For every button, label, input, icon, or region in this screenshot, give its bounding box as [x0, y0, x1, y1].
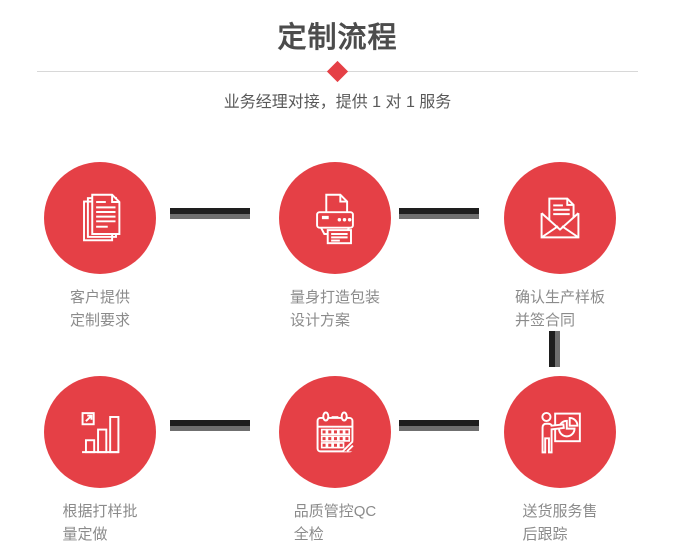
connector-step2-step3: [399, 208, 479, 219]
page-title: 定制流程: [277, 22, 398, 54]
connector-step3-step6: [549, 331, 560, 367]
documents-icon: [83, 193, 121, 242]
step-4-label-line2: 量定做: [62, 526, 108, 543]
step-1-circle: [44, 162, 156, 274]
calendar-icon: [316, 411, 355, 453]
page-subtitle: 业务经理对接，提供 1 对 1 服务: [223, 94, 452, 111]
step-6-label-line2: 后跟踪: [522, 526, 568, 543]
printer-icon: [316, 193, 354, 245]
step-5-circle: [279, 376, 391, 488]
envelope-icon: [540, 197, 580, 239]
step-6-label: 送货服务售 后跟踪: [504, 500, 616, 546]
step-2-label-line2: 设计方案: [289, 312, 350, 329]
bar-chart-icon: [81, 412, 120, 454]
step-3-label: 确认生产样板 并签合同: [504, 286, 616, 332]
presentation-icon: [541, 411, 581, 454]
step-2: 量身打造包装 设计方案: [279, 162, 391, 332]
step-5-label-line1: 品质管控QC: [293, 503, 377, 520]
connector-step1-step2: [170, 208, 250, 219]
step-6-circle: [504, 376, 616, 488]
step-3-label-line1: 确认生产样板: [514, 289, 605, 306]
step-2-circle: [279, 162, 391, 274]
step-1-label: 客户提供 定制要求: [44, 286, 156, 332]
step-3-label-line2: 并签合同: [514, 312, 575, 329]
step-5-label-line2: 全检: [293, 526, 324, 543]
step-1: 客户提供 定制要求: [44, 162, 156, 332]
connector-step5-step6: [399, 420, 479, 431]
step-5: 品质管控QC 全检: [279, 376, 391, 546]
step-4-label: 根据打样批 量定做: [44, 500, 156, 546]
step-2-label: 量身打造包装 设计方案: [279, 286, 391, 332]
step-1-label-line2: 定制要求: [69, 312, 130, 329]
step-2-label-line1: 量身打造包装: [289, 289, 380, 306]
step-5-label: 品质管控QC 全检: [279, 500, 391, 546]
step-6-label-line1: 送货服务售: [522, 503, 598, 520]
step-1-label-line1: 客户提供: [69, 289, 130, 306]
step-6: 送货服务售 后跟踪: [504, 376, 616, 546]
step-3-circle: [504, 162, 616, 274]
connector-step4-step5: [170, 420, 250, 431]
step-4-label-line1: 根据打样批: [62, 503, 138, 520]
diamond-accent-icon: [326, 60, 349, 83]
step-4-circle: [44, 376, 156, 488]
step-3: 确认生产样板 并签合同: [504, 162, 616, 332]
step-4: 根据打样批 量定做: [44, 376, 156, 546]
